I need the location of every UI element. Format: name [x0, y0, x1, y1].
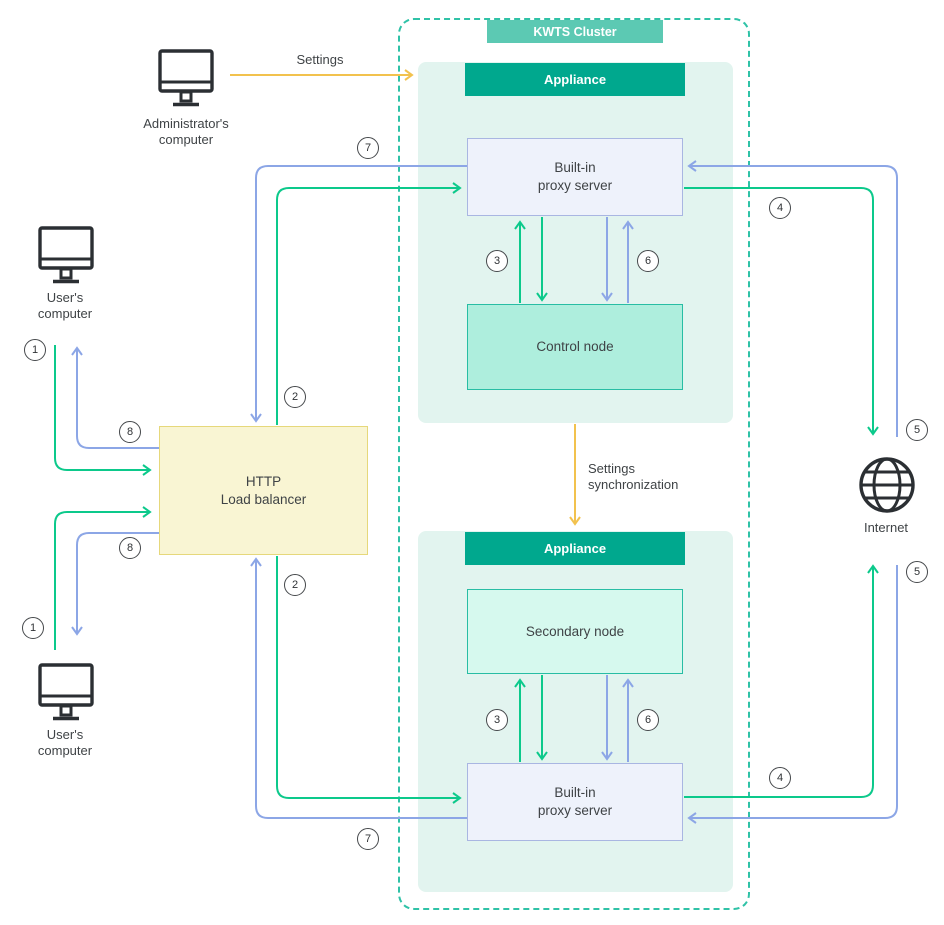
proxy-server-bottom-label-line2: proxy server — [537, 803, 613, 818]
user-computer-top-icon — [37, 225, 95, 296]
arrow-proxy-bottom-to-balancer — [250, 557, 467, 819]
step-badge-3-top: 3 — [486, 250, 508, 272]
kwts-cluster-boundary — [398, 18, 750, 910]
admin-caption-line2: computer — [158, 132, 214, 147]
arrow-balancer-to-user-top — [71, 346, 159, 449]
settings-sync-line1: Settings — [588, 461, 635, 476]
step-badge-7-bottom: 7 — [357, 828, 379, 850]
user-bottom-caption-line1: User's — [46, 727, 84, 742]
user-computer-top-caption: User's computer — [0, 290, 130, 322]
step-badge-7-top: 7 — [357, 137, 379, 159]
arrow-user-top-to-balancer — [54, 345, 152, 476]
user-computer-bottom-caption: User's computer — [0, 727, 130, 759]
arrow-user-bottom-to-balancer — [54, 506, 152, 650]
step-badge-6-bottom: 6 — [637, 709, 659, 731]
proxy-server-top-box: Built-in proxy server — [467, 138, 683, 216]
arrow-proxy-top-to-internet — [684, 187, 879, 436]
user-computer-bottom-icon — [37, 662, 95, 733]
control-node-label: Control node — [536, 339, 614, 354]
appliance-top-header: Appliance — [465, 63, 685, 96]
step-badge-8-bottom: 8 — [119, 537, 141, 559]
step-badge-2-top: 2 — [284, 386, 306, 408]
arrow-balancer-to-proxy-top — [276, 182, 462, 425]
load-balancer-label-line2: Load balancer — [220, 491, 307, 507]
proxy-server-top-label-line2: proxy server — [537, 178, 613, 193]
http-load-balancer-box: HTTP Load balancer — [159, 426, 368, 555]
arrow-balancer-to-proxy-bottom — [276, 556, 462, 804]
internet-caption: Internet — [863, 520, 909, 535]
arrow-balancer-to-user-bottom — [71, 532, 159, 636]
step-badge-5-top: 5 — [906, 419, 928, 441]
control-node-box: Control node — [467, 304, 683, 390]
step-badge-2-bottom: 2 — [284, 574, 306, 596]
settings-flow-label: Settings — [296, 52, 344, 67]
user-top-caption-line1: User's — [46, 290, 84, 305]
arrow-internet-to-proxy-top — [687, 160, 898, 437]
admin-computer-icon — [157, 48, 215, 119]
secondary-node-box: Secondary node — [467, 589, 683, 674]
admin-computer-caption: Administrator's computer — [116, 116, 256, 148]
proxy-server-bottom-box: Built-in proxy server — [467, 763, 683, 841]
step-badge-1-top: 1 — [24, 339, 46, 361]
arrow-internet-to-proxy-bottom — [687, 565, 898, 824]
step-badge-1-bottom: 1 — [22, 617, 44, 639]
appliance-bottom-header: Appliance — [465, 532, 685, 565]
proxy-server-bottom-label-line1: Built-in — [554, 785, 596, 800]
arrow-proxy-bottom-to-internet — [684, 564, 879, 798]
internet-globe-icon — [858, 456, 916, 519]
step-badge-6-top: 6 — [637, 250, 659, 272]
settings-sync-label: Settings synchronization — [588, 461, 708, 493]
load-balancer-label-line1: HTTP — [245, 473, 282, 489]
kwts-cluster-label: KWTS Cluster — [487, 20, 663, 43]
arrow-proxy-top-to-balancer — [250, 165, 467, 423]
admin-caption-line1: Administrator's — [143, 116, 229, 131]
step-badge-4-top: 4 — [769, 197, 791, 219]
user-top-caption-line2: computer — [37, 306, 93, 321]
secondary-node-label: Secondary node — [525, 623, 625, 639]
step-badge-4-bottom: 4 — [769, 767, 791, 789]
step-badge-8-top: 8 — [119, 421, 141, 443]
step-badge-5-bottom: 5 — [906, 561, 928, 583]
step-badge-3-bottom: 3 — [486, 709, 508, 731]
user-bottom-caption-line2: computer — [37, 743, 93, 758]
proxy-server-top-label-line1: Built-in — [554, 160, 596, 175]
settings-sync-line2: synchronization — [588, 477, 679, 492]
